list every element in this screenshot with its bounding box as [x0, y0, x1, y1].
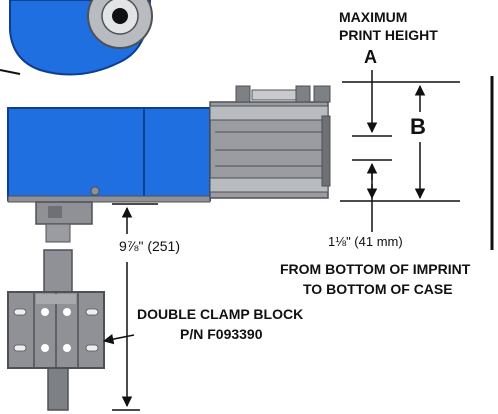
clamp-label-line2: P/N F093390: [180, 326, 263, 342]
clamp-leader-arrow: [102, 333, 135, 345]
clamp-label-line1: DOUBLE CLAMP BLOCK: [137, 306, 304, 322]
print-head-assembly: [209, 85, 331, 199]
marker-a: A: [364, 47, 377, 67]
mounting-post: [35, 201, 93, 411]
marker-b: B: [408, 114, 428, 140]
note-line1: FROM BOTTOM OF IMPRINT: [280, 261, 471, 277]
note-line2: TO BOTTOM OF CASE: [303, 281, 453, 297]
dimension-41mm-label: 1⅛" (41 mm): [328, 234, 403, 249]
print-height-dimensions: [340, 70, 460, 232]
dimension-251-line: [112, 203, 158, 411]
printer-housing: [7, 107, 211, 203]
double-clamp-block: [7, 291, 105, 369]
max-print-height-label-line2: PRINT HEIGHT: [339, 27, 438, 43]
dimension-251-label: 9⅞" (251): [117, 238, 183, 255]
max-print-height-label-line1: MAXIMUM: [339, 9, 408, 25]
print-wheel: [0, 0, 153, 76]
